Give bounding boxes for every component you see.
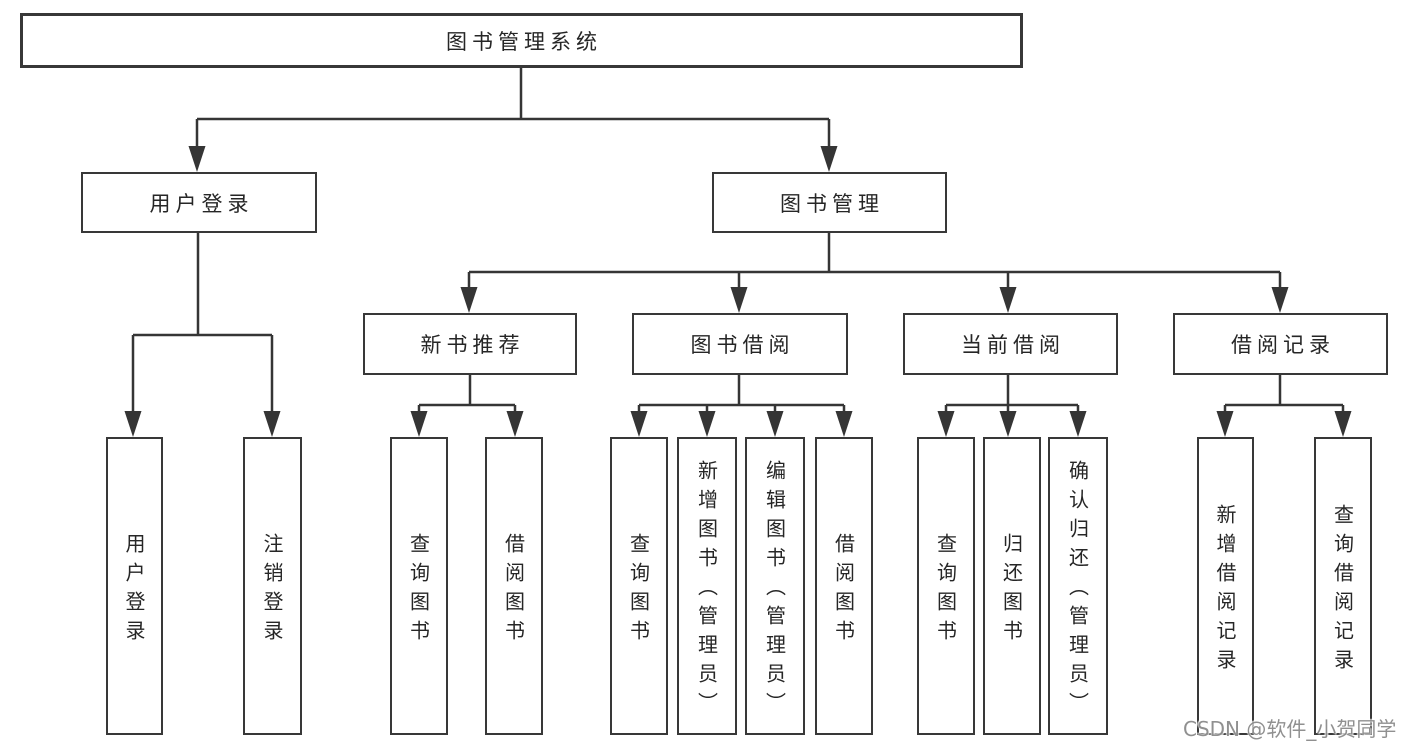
leaf-logout: 注销登录: [243, 437, 302, 735]
arrow-down-icon: [766, 411, 784, 437]
leaf-add-borrow-record: 新增借阅记录: [1197, 437, 1254, 735]
arrow-down-icon: [460, 287, 478, 313]
node-label: 查询借阅记录: [1330, 503, 1355, 678]
node-label: 归还图书: [999, 532, 1024, 649]
arrow-down-icon: [506, 411, 524, 437]
node-borrowing-records: 借阅记录: [1173, 313, 1388, 375]
arrow-down-icon: [999, 411, 1017, 437]
node-label: 查询图书: [933, 532, 958, 649]
node-label: 借阅记录: [1231, 333, 1335, 357]
node-label: 图书管理系统: [446, 29, 602, 54]
edges-current-borrowing-to-leaves: [944, 375, 1080, 412]
leaf-add-book-admin: 新增图书（管理员）: [677, 437, 737, 735]
leaf-user-login: 用户登录: [106, 437, 163, 735]
arrow-down-icon: [188, 146, 206, 172]
node-library-management-system: 图书管理系统: [20, 13, 1023, 68]
node-label: 用户登录: [149, 191, 254, 216]
node-label: 借阅图书: [501, 532, 526, 649]
edges-borrowing-records-to-leaves: [1223, 375, 1345, 412]
node-label: 新增图书（管理员）: [694, 460, 719, 721]
node-label: 新书推荐: [420, 333, 525, 357]
arrow-down-icon: [630, 411, 648, 437]
leaf-return-book: 归还图书: [983, 437, 1041, 735]
node-book-management: 图书管理: [712, 172, 947, 233]
arrow-down-icon: [835, 411, 853, 437]
leaf-edit-book-admin: 编辑图书（管理员）: [745, 437, 805, 735]
arrow-down-icon: [410, 411, 428, 437]
arrow-down-icon: [937, 411, 955, 437]
edges-new-book-recommend-to-leaves: [417, 375, 517, 412]
node-label: 查询图书: [406, 532, 431, 649]
leaf-query-books-borrowing: 查询图书: [610, 437, 668, 735]
leaf-confirm-return-admin: 确认归还（管理员）: [1048, 437, 1108, 735]
leaf-query-borrow-record: 查询借阅记录: [1314, 437, 1372, 735]
node-label: 用户登录: [122, 532, 146, 649]
node-label: 查询图书: [626, 532, 651, 649]
arrowheads: [124, 146, 1352, 437]
arrow-down-icon: [1334, 411, 1352, 437]
arrow-down-icon: [999, 287, 1017, 313]
node-label: 当前借阅: [961, 333, 1065, 357]
node-label: 注销登录: [260, 532, 284, 649]
node-new-book-recommend: 新书推荐: [363, 313, 577, 375]
arrow-down-icon: [1216, 411, 1234, 437]
edges-user-login-to-leaves: [131, 233, 274, 412]
arrow-down-icon: [1271, 287, 1289, 313]
arrow-down-icon: [1069, 411, 1087, 437]
leaf-query-books-current: 查询图书: [917, 437, 975, 735]
edges-root-to-level2: [195, 68, 831, 147]
edges-book-management-to-level3: [467, 233, 1282, 288]
arrow-down-icon: [730, 287, 748, 313]
node-label: 编辑图书（管理员）: [762, 460, 787, 721]
arrow-down-icon: [820, 146, 838, 172]
leaf-borrow-books-recommend: 借阅图书: [485, 437, 543, 735]
node-label: 借阅图书: [831, 532, 856, 649]
leaf-query-books-recommend: 查询图书: [390, 437, 448, 735]
node-user-login: 用户登录: [81, 172, 317, 233]
node-label: 新增借阅记录: [1213, 503, 1237, 678]
node-label: 图书借阅: [690, 333, 795, 357]
node-label: 图书管理: [780, 191, 884, 216]
node-label: 确认归还（管理员）: [1065, 460, 1090, 721]
node-book-borrowing: 图书借阅: [632, 313, 848, 375]
leaf-borrow-books-borrowing: 借阅图书: [815, 437, 873, 735]
arrow-down-icon: [263, 411, 281, 437]
arrow-down-icon: [124, 411, 142, 437]
watermark: CSDN @软件_小贺同学: [1183, 717, 1397, 741]
edges-book-borrowing-to-leaves: [637, 375, 846, 412]
arrow-down-icon: [698, 411, 716, 437]
node-current-borrowing: 当前借阅: [903, 313, 1118, 375]
